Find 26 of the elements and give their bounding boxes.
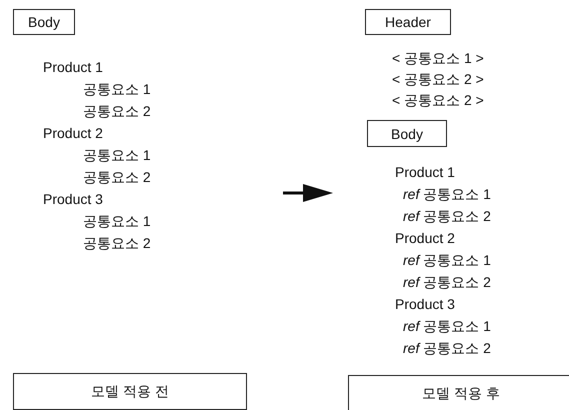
list-item: ref 공통요소 2 (403, 207, 491, 225)
list-item: 공통요소 2 (83, 234, 151, 252)
caption-box: 모델 적용 후 (348, 375, 569, 410)
list-item: < 공통요소 1 > (392, 49, 484, 67)
section-title: Header (365, 9, 451, 35)
list-item: ref 공통요소 1 (403, 185, 491, 203)
list-item: Product 3 (43, 190, 103, 208)
list-item: ref 공통요소 1 (403, 251, 491, 269)
list-item: 공통요소 1 (83, 80, 151, 98)
caption-box: 모델 적용 전 (13, 373, 247, 410)
list-item: Product 1 (395, 163, 455, 181)
list-item: Product 2 (43, 124, 103, 142)
list-item: 공통요소 2 (83, 102, 151, 120)
list-item: Product 3 (395, 295, 455, 313)
list-item: 공통요소 1 (83, 212, 151, 230)
list-item: 공통요소 2 (83, 168, 151, 186)
list-item: Product 2 (395, 229, 455, 247)
list-item: 공통요소 1 (83, 146, 151, 164)
list-item: < 공통요소 2 > (392, 91, 484, 109)
list-item: < 공통요소 2 > (392, 70, 484, 88)
section-title: Body (13, 9, 75, 35)
list-item: ref 공통요소 2 (403, 339, 491, 357)
section-title: Body (367, 120, 447, 147)
list-item: Product 1 (43, 58, 103, 76)
list-item: ref 공통요소 1 (403, 317, 491, 335)
list-item: ref 공통요소 2 (403, 273, 491, 291)
